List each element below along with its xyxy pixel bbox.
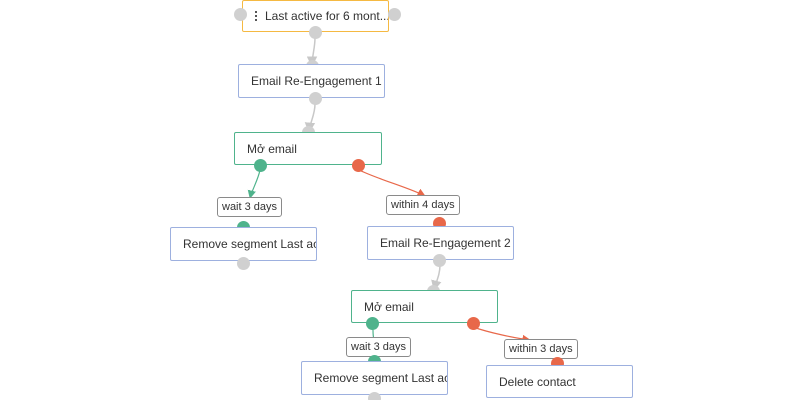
remove1-node-label: Remove segment Last act... (183, 237, 316, 251)
trigger-left-port[interactable] (234, 8, 247, 21)
edge-cond1-email2-no (358, 169, 426, 197)
email2-node-label: Email Re-Engagement 2 (380, 236, 511, 250)
edge-cond1-remove1-yes (247, 169, 261, 199)
wait-3-days-label-1[interactable]: wait 3 days (217, 197, 283, 217)
remove-segment-node-1[interactable]: Remove segment Last act... (170, 227, 317, 261)
cond1-node-label: Mở email (247, 141, 297, 156)
cond2-yes-port[interactable] (366, 317, 379, 330)
trigger-right-port[interactable] (388, 8, 401, 21)
delete-contact-node[interactable]: Delete contact (486, 365, 633, 398)
cond2-node-label: Mở email (364, 299, 414, 314)
within-4-days-label[interactable]: within 4 days (386, 195, 460, 215)
remove2-output-port[interactable] (368, 392, 381, 400)
trigger-node-label: Last active for 6 mont... (265, 9, 389, 23)
cond2-no-port[interactable] (467, 317, 480, 330)
cond1-yes-port[interactable] (254, 159, 267, 172)
cond1-no-port[interactable] (352, 159, 365, 172)
email1-output-port[interactable] (309, 92, 322, 105)
list-icon (255, 11, 257, 21)
remove2-node-label: Remove segment Last act... (314, 371, 447, 385)
remove1-output-port[interactable] (237, 257, 250, 270)
wait-3-days-label-2[interactable]: wait 3 days (346, 337, 412, 357)
delete-node-label: Delete contact (499, 374, 576, 389)
email1-node-label: Email Re-Engagement 1 (251, 74, 382, 88)
email-re-engagement-1-node[interactable]: Email Re-Engagement 1 (238, 64, 385, 98)
trigger-output-port[interactable] (309, 26, 322, 39)
within-3-days-label[interactable]: within 3 days (504, 339, 578, 359)
email2-output-port[interactable] (433, 254, 446, 267)
remove-segment-node-2[interactable]: Remove segment Last act... (301, 361, 448, 395)
